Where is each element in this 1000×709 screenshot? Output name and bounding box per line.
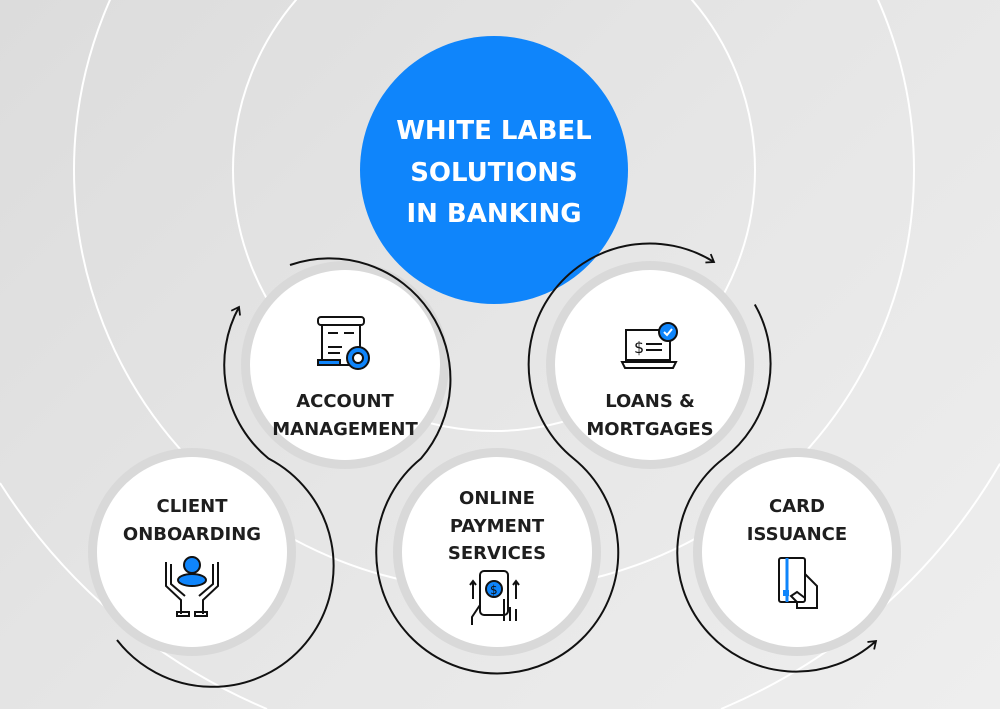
laptop-dollar-check-icon: $ <box>620 322 678 369</box>
node-label-line: LOANS & <box>605 391 695 412</box>
node-label-line: ISSUANCE <box>747 524 847 545</box>
flow-arrows <box>116 242 878 688</box>
node-label-line: ONLINE <box>459 488 535 509</box>
ring-inner <box>232 0 756 432</box>
node-label-line: ONBOARDING <box>123 524 261 545</box>
title-circle: WHITE LABEL SOLUTIONS IN BANKING <box>360 36 628 304</box>
flow-arrow-client-to-account <box>116 305 335 688</box>
title-line-3: IN BANKING <box>406 199 581 229</box>
title-line-1: WHITE LABEL <box>396 116 592 146</box>
flow-arrow-account-online-loans <box>289 242 716 675</box>
node-client-onboarding: CLIENT ONBOARDING <box>97 457 287 647</box>
node-loans-mortgages: $ LOANS & MORTGAGES <box>555 270 745 460</box>
node-label-line: MORTGAGES <box>586 419 713 440</box>
node-label-line: CLIENT <box>156 496 228 517</box>
node-online-payment-services: ONLINE PAYMENT SERVICES $ <box>402 457 592 647</box>
node-label-line: SERVICES <box>448 543 546 564</box>
node-label-line: MANAGEMENT <box>272 419 418 440</box>
document-gear-icon <box>317 316 370 370</box>
hand-card-icon <box>778 557 818 609</box>
node-card-issuance: CARD ISSUANCE <box>702 457 892 647</box>
title-line-2: SOLUTIONS <box>410 158 578 188</box>
node-label-line: CARD <box>769 496 825 517</box>
node-label-line: ACCOUNT <box>296 391 394 412</box>
flow-arrow-loans-to-card <box>676 304 878 673</box>
svg-text:$: $ <box>490 583 498 597</box>
hands-user-icon <box>165 556 219 617</box>
node-account-management: ACCOUNT MANAGEMENT <box>250 270 440 460</box>
svg-text:$: $ <box>634 338 644 357</box>
node-label-line: PAYMENT <box>450 516 545 537</box>
phone-payment-icon: $ <box>469 570 520 625</box>
